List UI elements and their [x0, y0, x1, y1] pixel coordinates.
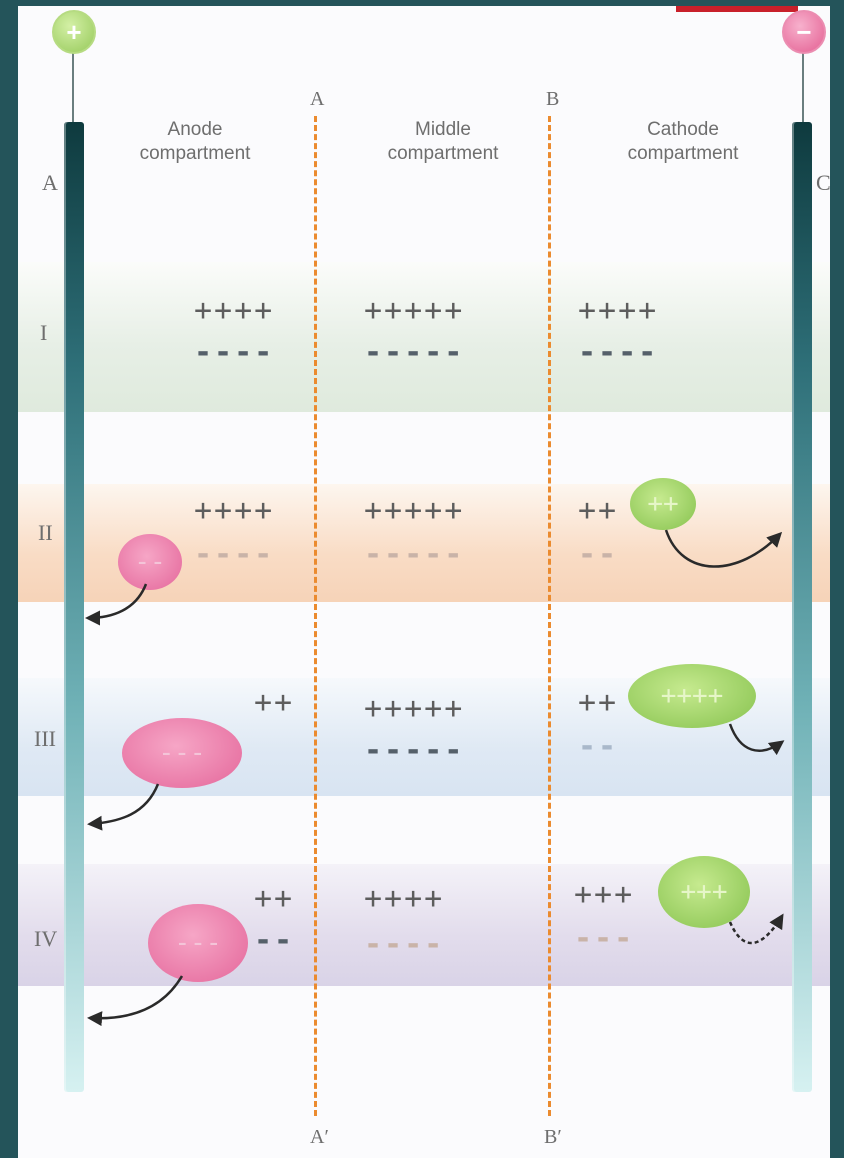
- migration-arrows: [18, 6, 830, 1158]
- row-II-cation-arrow: [666, 530, 780, 567]
- row-II-anion-arrow: [88, 584, 146, 618]
- row-III-anion-arrow: [90, 784, 158, 824]
- row-III-cation-arrow: [730, 724, 782, 751]
- row-IV-anion-arrow: [90, 976, 182, 1018]
- diagram-panel: + − A C Anode compartment Middle compart…: [18, 6, 830, 1158]
- row-IV-cation-arrow: [730, 916, 782, 943]
